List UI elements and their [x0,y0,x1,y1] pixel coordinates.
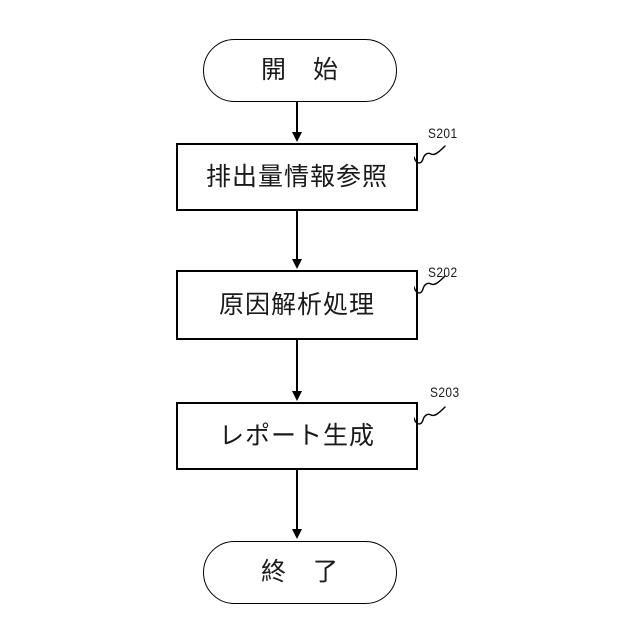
arrow-down-icon [292,132,302,142]
arrow-down-icon [292,529,302,539]
process-box-s203: レポート生成 [176,402,418,470]
leader-squiggle-icon [414,145,446,164]
process-s201-label: 排出量情報参照 [205,162,388,191]
leader-squiggle-icon [414,406,446,425]
flow-arrow-s202-to-s203 [292,340,302,401]
flow-arrow-start-to-s201 [292,102,302,142]
arrow-shaft [296,102,298,134]
process-s202-label: 原因解析処理 [218,290,375,319]
step-label-s201: S201 [428,125,458,141]
arrow-shaft [296,211,298,261]
leader-squiggle-icon [414,275,446,294]
arrow-down-icon [292,391,302,401]
process-s203-label: レポート生成 [218,421,375,450]
arrow-shaft [296,470,298,531]
terminal-start-label: 開 始 [260,56,339,84]
terminal-start: 開 始 [203,39,397,102]
arrow-shaft [296,340,298,393]
flow-arrow-s203-to-end [292,470,302,539]
process-box-s201: 排出量情報参照 [176,143,418,211]
step-label-s203: S203 [430,384,460,400]
terminal-end: 終 了 [203,541,397,604]
step-label-s202: S202 [428,264,458,280]
terminal-end-label: 終 了 [260,558,339,586]
flow-arrow-s201-to-s202 [292,211,302,269]
arrow-down-icon [292,259,302,269]
process-box-s202: 原因解析処理 [176,270,418,340]
